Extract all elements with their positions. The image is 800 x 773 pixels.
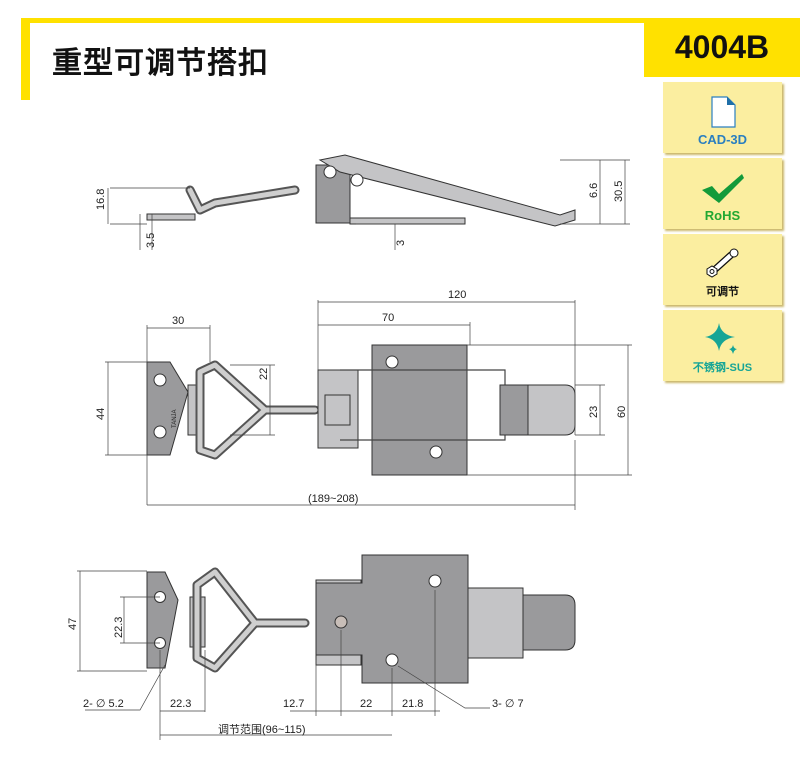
dim-70: 70 [382, 312, 394, 324]
side-base-plate [146, 213, 196, 221]
dim-22-3-holes: 22.3 [113, 617, 125, 638]
dim-23: 23 [588, 406, 600, 418]
badge-rohs[interactable]: RoHS [663, 158, 782, 229]
dim-6-6: 6.6 [588, 183, 600, 198]
marking-text: TANJA [172, 409, 178, 428]
top-view: TANJA 30 120 70 22 44 23 60 (189~208) [95, 289, 632, 510]
dim-21-8: 21.8 [402, 698, 423, 710]
wrench-icon [706, 248, 738, 278]
dim-12-7: 12.7 [283, 698, 304, 710]
top-lever-tab [527, 384, 576, 436]
page-title: 重型可调节搭扣 [52, 46, 269, 81]
top-base-plate [146, 361, 189, 456]
badge-adjustable[interactable]: 可调节 [663, 234, 782, 305]
dim-22-3: 22.3 [170, 698, 191, 710]
dim-3: 3 [395, 240, 407, 246]
badge-label: RoHS [704, 208, 741, 223]
badge-label: 不锈钢-SUS [692, 362, 753, 374]
dim-60: 60 [616, 406, 628, 418]
side-keeper-plate [349, 217, 466, 225]
dim-16-8: 16.8 [95, 189, 107, 210]
model-code: 4004B [644, 18, 800, 77]
dim-47: 47 [67, 618, 79, 630]
side-view: 16.8 3.5 3 6.6 30.5 [95, 154, 630, 250]
header-accent-bar [21, 18, 644, 23]
dim-hole-7: 3- ∅ 7 [492, 698, 524, 710]
dim-44: 44 [95, 408, 107, 420]
sparkle-icon [704, 323, 737, 354]
dim-30: 30 [172, 315, 184, 327]
front-lever-tab [522, 594, 576, 651]
badge-label: 可调节 [706, 286, 739, 298]
document-icon [710, 96, 736, 128]
dim-30-5: 30.5 [613, 181, 625, 202]
dim-22-front: 22 [360, 698, 372, 710]
dim-22: 22 [258, 368, 270, 380]
badge-cad-3d[interactable]: CAD-3D [663, 82, 782, 153]
badge-stainless-steel[interactable]: 不锈钢-SUS [663, 310, 782, 381]
dim-120: 120 [448, 289, 466, 301]
badge-label: CAD-3D [697, 132, 748, 147]
dim-hole-5-2: 2- ∅ 5.2 [83, 698, 124, 710]
dim-189-208: (189~208) [308, 493, 358, 505]
header-accent-side [21, 18, 30, 100]
dim-3-5: 3.5 [145, 233, 157, 248]
front-latch-body [315, 554, 469, 684]
checkmark-icon [701, 174, 744, 203]
dim-adjust-range: 调节范围(96~115) [218, 722, 306, 736]
front-base-plate [146, 571, 179, 669]
front-view: 47 22.3 2- ∅ 5.2 22.3 12.7 22 21.8 3- ∅ … [67, 554, 576, 740]
side-lever [318, 154, 576, 227]
